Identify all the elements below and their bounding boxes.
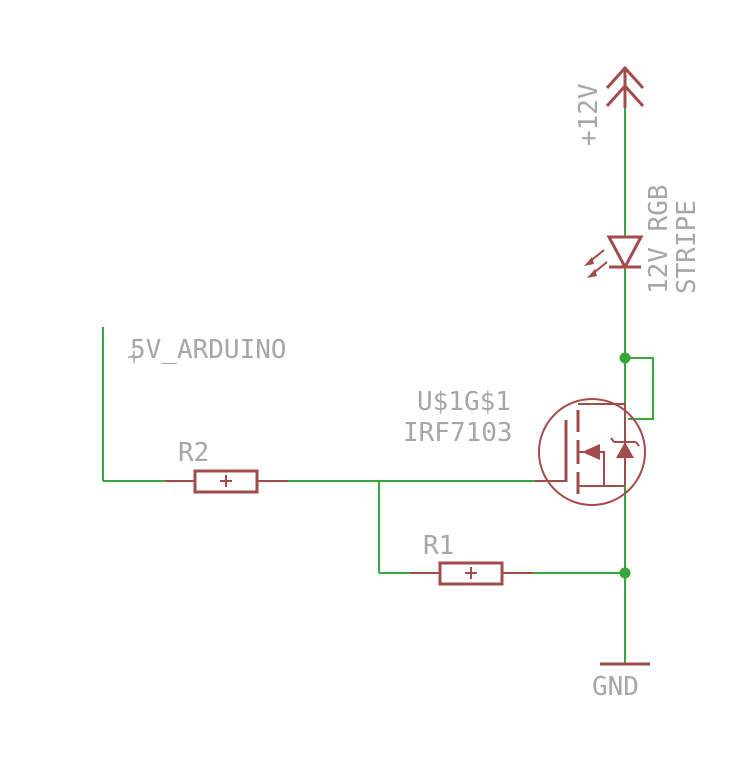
- led-label-line1: 12V RGB: [644, 184, 674, 294]
- input-net-label: 5V_ARDUINO: [130, 335, 287, 365]
- mosfet-symbol: [535, 398, 646, 506]
- ground-label: GND: [592, 672, 639, 702]
- mosfet-name: U$1G$1: [417, 387, 511, 417]
- supply-label: +12V: [574, 83, 604, 146]
- led-symbol: [584, 235, 644, 278]
- junction-drain: [619, 352, 631, 364]
- r1-label: R1: [423, 531, 454, 561]
- resistor-r2: [165, 469, 288, 494]
- led-label-line2: STRIPE: [672, 200, 702, 294]
- junction-source: [619, 567, 631, 579]
- r2-label: R2: [178, 438, 209, 468]
- mosfet-value: IRF7103: [403, 418, 513, 448]
- wire-drain-loop: [625, 357, 654, 420]
- wires: [102, 88, 654, 664]
- resistor-r1: [410, 561, 533, 586]
- input-net-marker: [128, 351, 140, 363]
- supply-symbol: [605, 65, 645, 108]
